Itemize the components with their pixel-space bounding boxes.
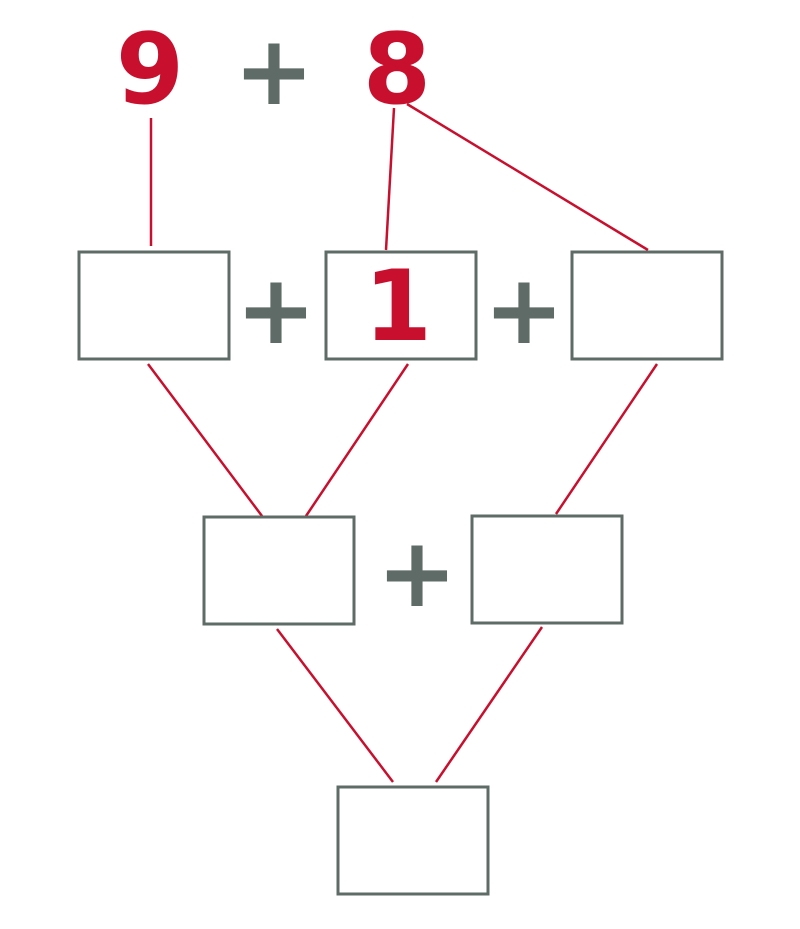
row1-middle-box[interactable] — [324, 250, 478, 361]
row2-right-box[interactable] — [470, 514, 624, 625]
link-row1-left-to-row2-left — [147, 363, 263, 517]
link-row2-right-to-result — [434, 626, 544, 783]
row1-left-box[interactable] — [77, 250, 231, 361]
link-row2-left-to-result — [276, 628, 394, 783]
top-plus-sign: + — [234, 15, 314, 127]
link-row1-right-to-row2-right — [554, 363, 659, 515]
top-left-number: 9 — [116, 13, 184, 127]
row1-plus-sign-2: + — [484, 254, 564, 366]
row1-plus-sign-1: + — [236, 254, 316, 366]
row1-right-box[interactable] — [570, 250, 724, 361]
link-row1-middle-to-row2-left — [304, 363, 410, 517]
result-box[interactable] — [336, 785, 490, 896]
row1-middle-box-value: 1 — [364, 250, 432, 364]
link-8-to-row1-right — [406, 102, 649, 252]
row2-left-box[interactable] — [202, 515, 356, 626]
connector-lines — [147, 102, 659, 783]
row2-plus-sign: + — [377, 517, 457, 629]
link-8-to-row1-middle — [384, 107, 396, 251]
top-right-number: 8 — [363, 13, 431, 127]
